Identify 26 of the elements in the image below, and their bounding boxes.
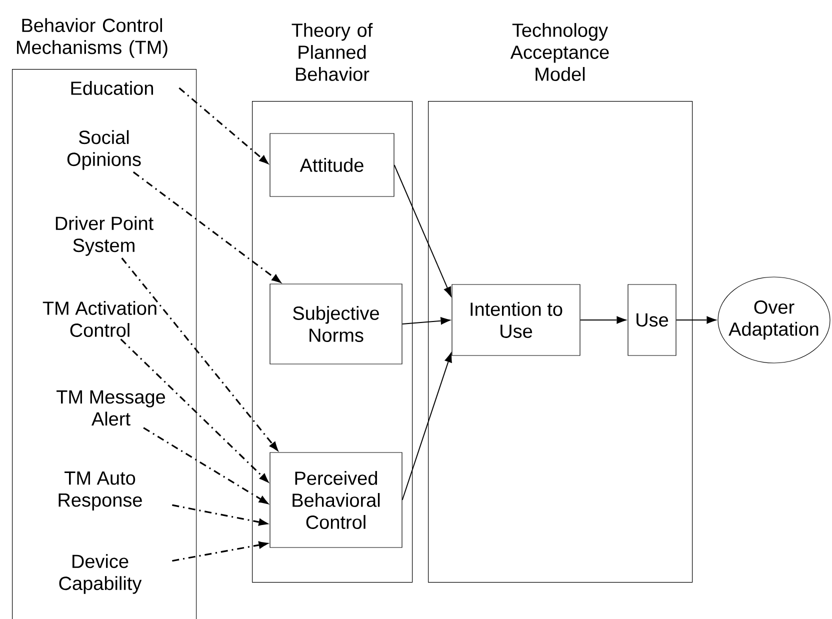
construct-box: Perceived Behavioral Control xyxy=(270,452,402,548)
factor-label: TM Auto Response xyxy=(58,472,142,510)
arrow xyxy=(172,541,270,562)
construct-box: Intention to Use xyxy=(452,284,580,356)
arrow xyxy=(178,87,270,165)
arrow xyxy=(143,427,270,505)
arrow xyxy=(121,258,280,452)
arrow xyxy=(132,171,282,284)
arrow xyxy=(402,316,452,325)
construct-box: Use xyxy=(628,284,676,356)
factor-label: TM Message Alert xyxy=(56,390,166,426)
group-heading: Technology Acceptance Model xyxy=(510,23,609,81)
factor-label: Device Capability xyxy=(59,554,142,594)
arrow xyxy=(580,316,628,324)
arrow xyxy=(402,351,452,500)
group-heading: Behavior Control Mechanisms (TM) xyxy=(17,18,168,58)
construct-box: Attitude xyxy=(270,133,394,197)
factor-label: Education xyxy=(71,81,153,95)
arrow xyxy=(120,338,270,484)
arrow xyxy=(676,316,718,324)
factor-label: Driver Point System xyxy=(56,216,154,256)
factor-label: TM Activation Control xyxy=(42,301,156,337)
construct-box: Subjective Norms xyxy=(270,284,402,364)
factor-label: Social Opinions xyxy=(67,130,141,170)
arrow xyxy=(172,504,270,526)
group-heading: Theory of Planned Behavior xyxy=(292,23,373,81)
